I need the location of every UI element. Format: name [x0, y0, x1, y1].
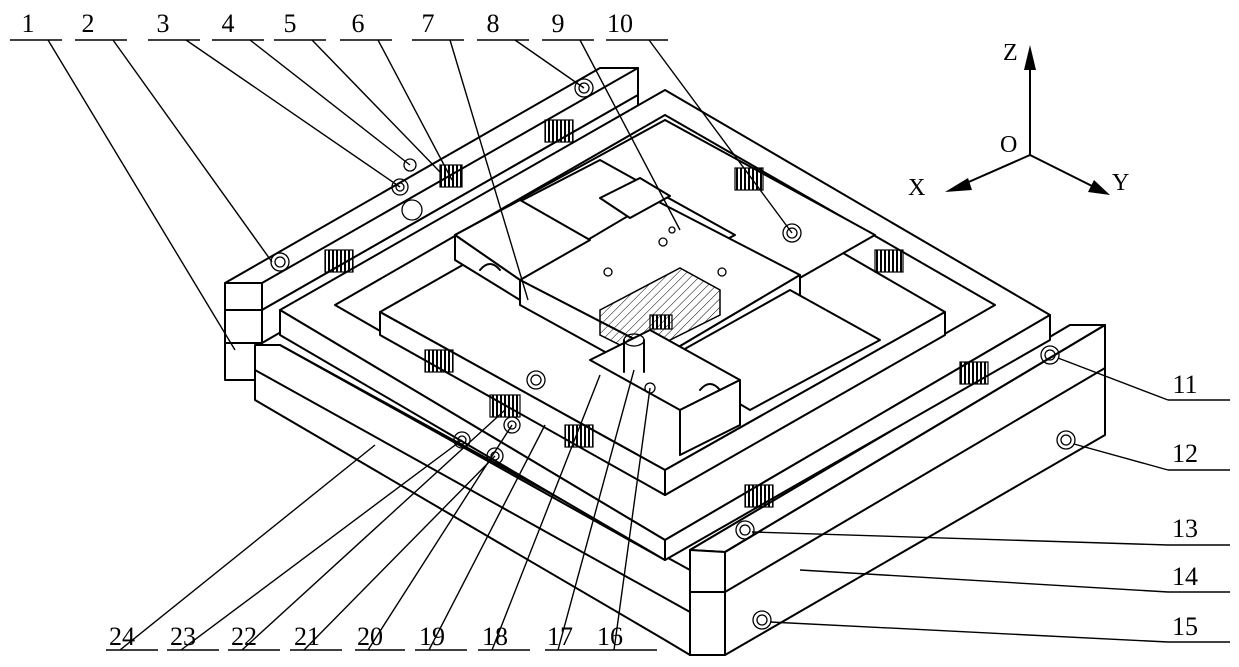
callout-15: 15 [770, 612, 1230, 642]
callout-24: 24 [106, 445, 375, 651]
coordinate-axes: Z O X Y [908, 40, 1129, 201]
callout-number-6: 6 [352, 9, 365, 38]
callout-leader-23 [181, 440, 462, 650]
callout-leader-6 [378, 40, 452, 180]
callout-8: 8 [477, 9, 584, 88]
callout-number-5: 5 [284, 9, 297, 38]
callout-leader-14 [800, 570, 1168, 592]
callout-number-11: 11 [1172, 370, 1197, 399]
callout-number-4: 4 [222, 9, 235, 38]
callout-number-21: 21 [294, 622, 320, 651]
axis-z-label: Z [1003, 40, 1018, 66]
callout-number-1: 1 [22, 9, 35, 38]
callout-number-13: 13 [1172, 514, 1198, 543]
axis-origin-label: O [1000, 132, 1017, 158]
callout-12: 12 [1074, 439, 1230, 470]
callout-number-8: 8 [487, 9, 500, 38]
callout-number-10: 10 [607, 9, 633, 38]
callout-number-9: 9 [552, 9, 565, 38]
callout-leader-8 [515, 40, 584, 88]
callout-number-23: 23 [170, 622, 196, 651]
axis-x-label: X [908, 175, 925, 201]
callout-leader-12 [1074, 444, 1168, 470]
callout-number-12: 12 [1172, 439, 1198, 468]
callout-number-2: 2 [82, 9, 95, 38]
callout-number-7: 7 [422, 9, 435, 38]
callout-leader-5 [312, 40, 440, 172]
callout-4: 4 [212, 9, 410, 165]
callout-number-22: 22 [231, 622, 257, 651]
callout-number-18: 18 [482, 622, 508, 651]
callout-number-24: 24 [109, 622, 135, 651]
callout-number-20: 20 [357, 622, 383, 651]
callout-number-19: 19 [419, 622, 445, 651]
callout-leader-2 [113, 40, 272, 262]
callout-number-16: 16 [597, 622, 623, 651]
callout-number-15: 15 [1172, 612, 1198, 641]
callout-leader-15 [770, 622, 1168, 642]
callout-2: 2 [75, 9, 272, 262]
callout-number-3: 3 [157, 9, 170, 38]
callout-number-17: 17 [547, 622, 573, 651]
callout-leader-1 [48, 40, 235, 350]
callout-leader-3 [186, 40, 400, 187]
callout-number-14: 14 [1172, 562, 1198, 591]
callout-1: 1 [10, 9, 235, 350]
callout-leader-24 [120, 445, 375, 650]
axis-y-label: Y [1112, 170, 1129, 196]
